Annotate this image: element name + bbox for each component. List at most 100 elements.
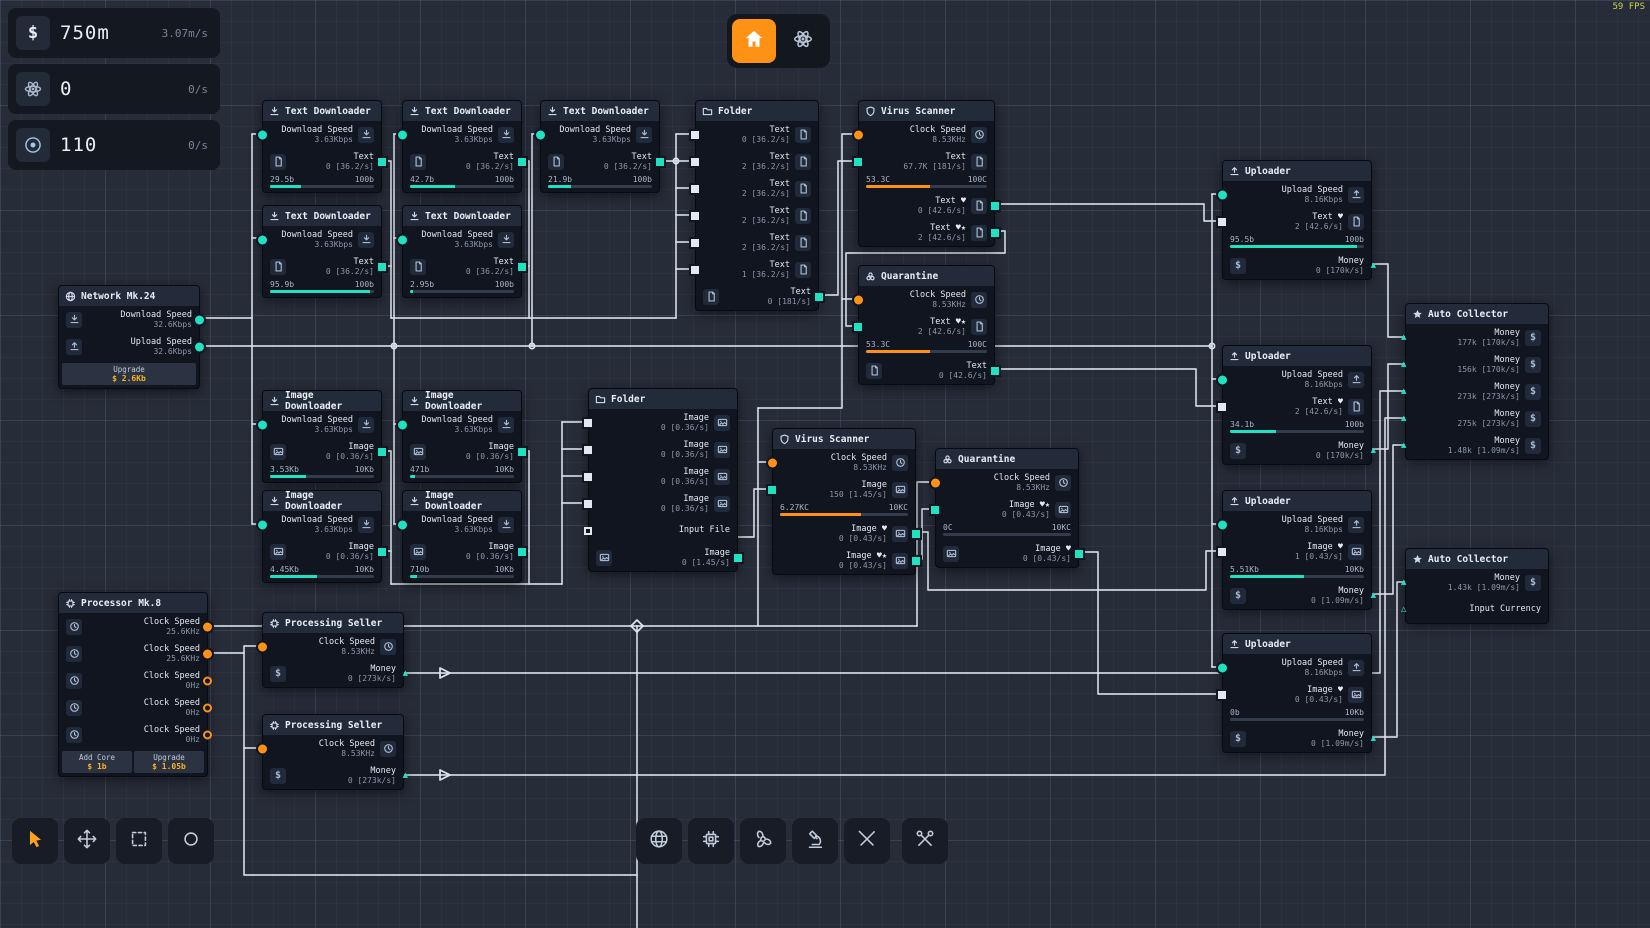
port-tri[interactable]: ▲ [1370,590,1376,600]
port-sq-white[interactable] [584,499,592,508]
port-sq-white[interactable] [691,238,699,247]
port-sq-teal[interactable] [734,553,742,562]
port-dot-teal[interactable] [398,130,407,139]
port-sq-teal[interactable] [854,322,862,331]
port-dot-orange-hollow[interactable] [203,703,212,712]
node-header[interactable]: Processor Mk.8 [59,593,207,613]
research-category-button[interactable] [792,818,838,864]
port-sq-teal[interactable] [912,529,920,538]
node-header[interactable]: Auto Collector [1406,549,1548,569]
port-tri[interactable]: ▲ [402,668,408,678]
port-sq-teal[interactable] [378,547,386,556]
port-sq-teal[interactable] [815,292,823,301]
node-header[interactable]: Image Downloader [403,490,521,512]
node-header[interactable]: Uploader [1223,161,1371,181]
port-tri[interactable]: ▲ [1401,359,1407,369]
port-dot-teal[interactable] [195,315,204,324]
port-dot-teal[interactable] [398,520,407,529]
port-sq-teal[interactable] [378,157,386,166]
processor-category-button[interactable] [688,818,734,864]
port-sq-teal[interactable] [912,556,920,565]
upgrade-button[interactable]: Upgrade$ 1.05b [134,751,204,773]
port-sq-white[interactable] [691,265,699,274]
upgrade-button[interactable]: Upgrade$ 2.6Kb [62,363,196,385]
port-tri[interactable]: ▲ [1370,445,1376,455]
port-dot-orange[interactable] [258,642,267,651]
port-sq-white[interactable] [1218,547,1226,556]
node-header[interactable]: Auto Collector [1406,304,1548,324]
port-tri[interactable]: ▲ [1401,332,1407,342]
port-sq-white[interactable] [1218,217,1226,226]
port-tri[interactable]: ▲ [1401,386,1407,396]
port-dot-orange[interactable] [854,130,863,139]
node-header[interactable]: Processing Seller [263,715,403,735]
port-sq-white[interactable] [1218,690,1226,699]
port-sq-teal[interactable] [378,447,386,456]
node-header[interactable]: Processing Seller [263,613,403,633]
port-sq-teal[interactable] [518,547,526,556]
home-button[interactable] [732,19,776,63]
port-sq-teal[interactable] [518,157,526,166]
node-header[interactable]: Uploader [1223,634,1371,654]
port-sq-white[interactable] [691,184,699,193]
port-tri[interactable]: ▲ [1401,440,1407,450]
port-tri[interactable]: ▲ [1370,260,1376,270]
sell-category-button[interactable] [902,818,948,864]
port-sq-teal[interactable] [518,262,526,271]
port-sq-teal[interactable] [1075,549,1083,558]
port-dot-teal[interactable] [258,420,267,429]
port-dot-orange-hollow[interactable] [203,730,212,739]
node-header[interactable]: Virus Scanner [773,429,915,449]
node-header[interactable]: Uploader [1223,491,1371,511]
port-sq-white[interactable] [584,472,592,481]
port-sq-teal[interactable] [518,447,526,456]
add-core-button[interactable]: Add Core$ 1b [62,751,132,773]
node-header[interactable]: Network Mk.24 [59,286,199,306]
port-dot-teal[interactable] [258,520,267,529]
port-tri[interactable]: ▲ [1401,577,1407,587]
port-sq-teal[interactable] [656,157,664,166]
node-header[interactable]: Uploader [1223,346,1371,366]
port-sq-white-hollow[interactable] [584,526,592,535]
research-panel[interactable]: 0 0/s [8,64,220,114]
node-header[interactable]: Folder [696,101,818,121]
node-header[interactable]: Quarantine [936,449,1078,469]
node-header[interactable]: Quarantine [859,266,994,286]
port-sq-teal[interactable] [991,228,999,237]
port-dot-teal[interactable] [1218,190,1227,199]
port-dot-orange[interactable] [768,458,777,467]
node-header[interactable]: Virus Scanner [859,101,994,121]
port-tri[interactable]: ▲ [1401,413,1407,423]
move-tool-button[interactable] [64,818,110,864]
node-header[interactable]: Image Downloader [263,490,381,512]
build-category-button[interactable] [844,818,890,864]
node-header[interactable]: Image Downloader [263,390,381,412]
circle-tool-button[interactable] [168,818,214,864]
port-dot-teal[interactable] [536,130,545,139]
port-dot-teal[interactable] [1218,663,1227,672]
network-category-button[interactable] [636,818,682,864]
node-header[interactable]: Folder [589,389,737,409]
port-sq-teal[interactable] [991,366,999,375]
port-tri[interactable]: ▲ [402,770,408,780]
port-sq-white[interactable] [691,211,699,220]
port-dot-teal[interactable] [258,235,267,244]
